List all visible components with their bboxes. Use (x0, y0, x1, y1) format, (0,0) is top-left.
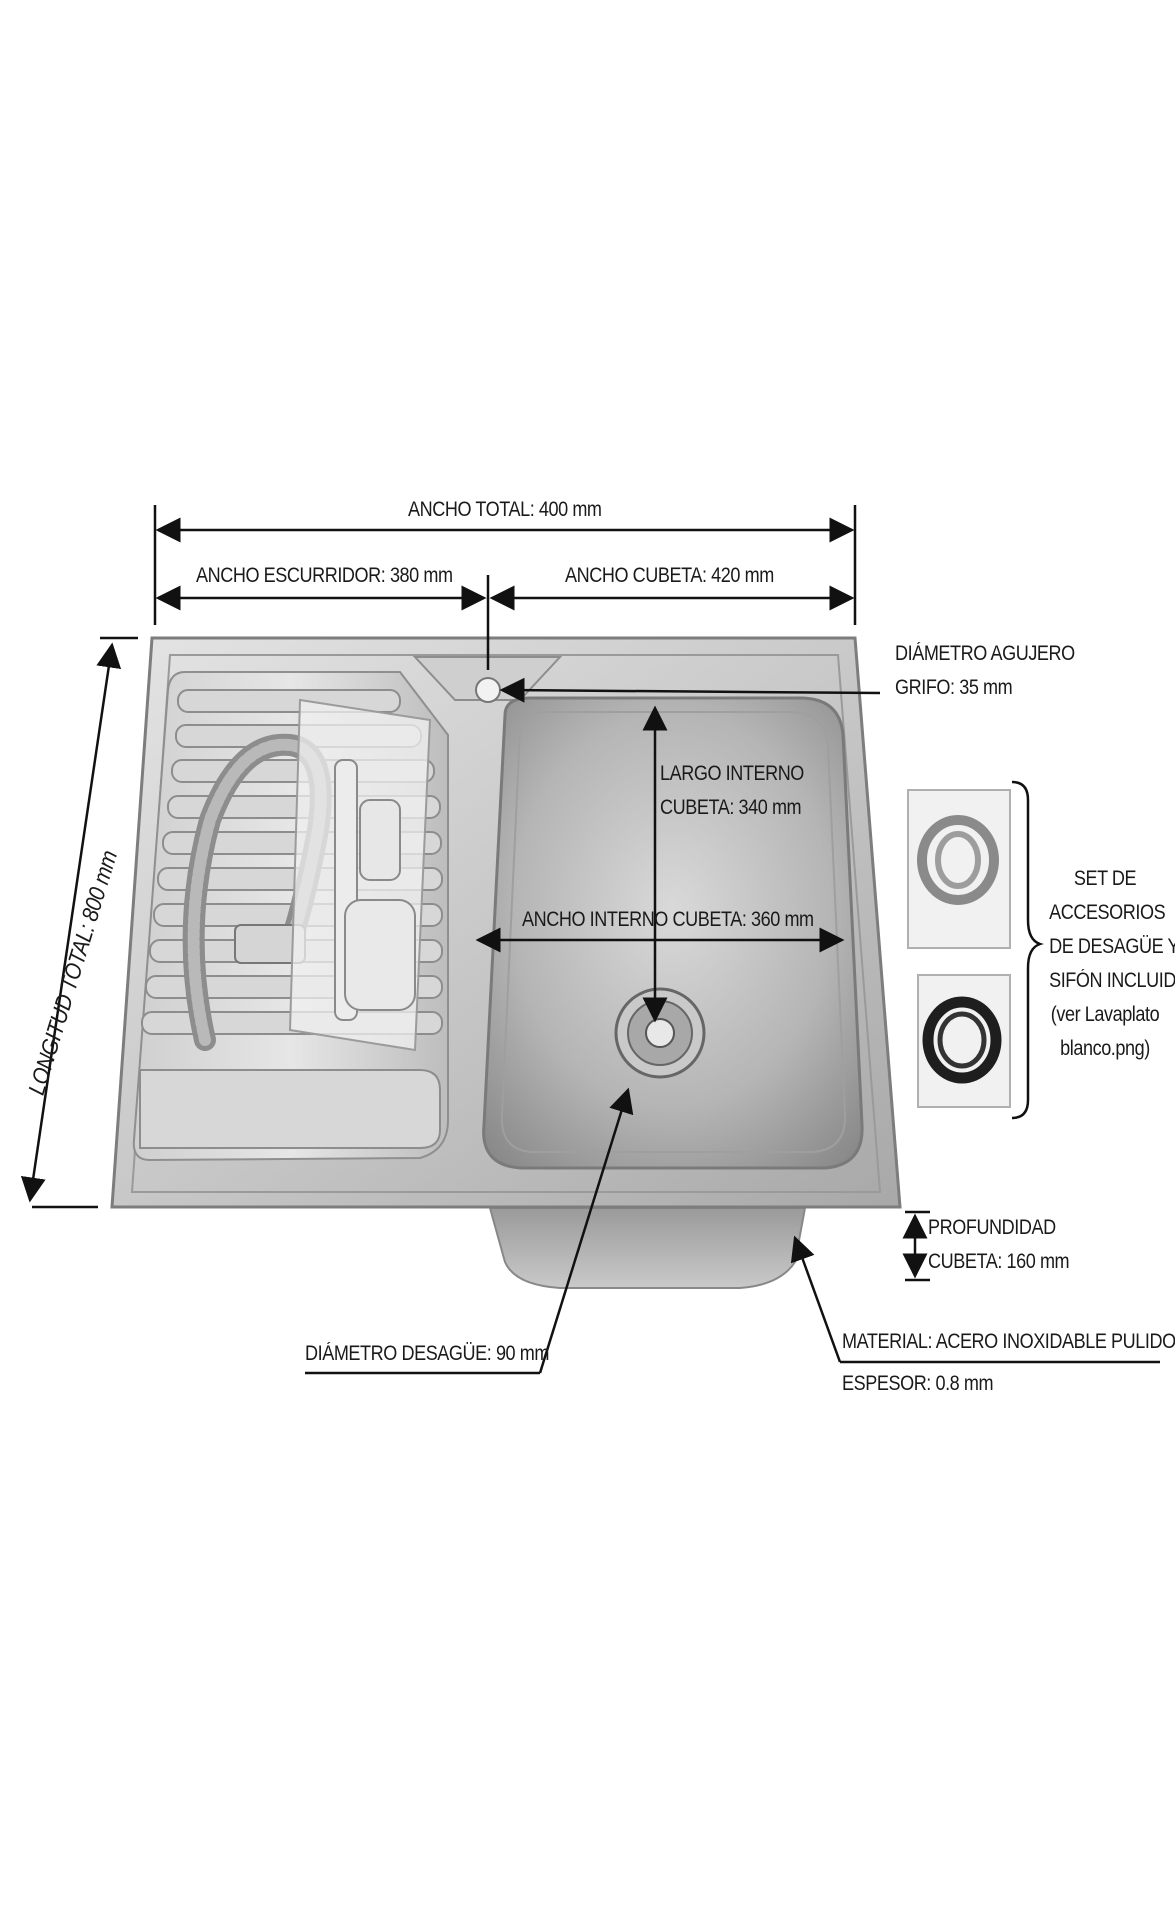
dimension-lines (20, 505, 1160, 1375)
label-diametro-agujero-1: DIÁMETRO AGUJERO (895, 642, 1075, 665)
label-largo-interno-1: LARGO INTERNO (660, 762, 804, 785)
label-ancho-cubeta: ANCHO CUBETA: 420 mm (565, 564, 774, 587)
label-accesorios-2: ACCESORIOS (1049, 901, 1166, 924)
label-largo-interno-2: CUBETA: 340 mm (660, 796, 802, 819)
label-accesorios-5: (ver Lavaplato (1050, 1003, 1160, 1026)
label-espesor: ESPESOR: 0.8 mm (842, 1372, 994, 1395)
label-ancho-total: ANCHO TOTAL: 400 mm (408, 498, 602, 521)
label-accesorios-6: blanco.png) (1060, 1037, 1150, 1060)
label-material: MATERIAL: ACERO INOXIDABLE PULIDO (842, 1330, 1175, 1353)
label-profundidad-1: PROFUNDIDAD (928, 1216, 1056, 1239)
label-accesorios-4: SIFÓN INCLUIDO (1049, 969, 1175, 992)
label-ancho-escurridor: ANCHO ESCURRIDOR: 380 mm (196, 564, 453, 587)
label-ancho-interno: ANCHO INTERNO CUBETA: 360 mm (522, 908, 814, 931)
faucet-hole (475, 677, 501, 703)
label-diametro-agujero-2: GRIFO: 35 mm (895, 676, 1013, 699)
label-diametro-desague: DIÁMETRO DESAGÜE: 90 mm (305, 1342, 549, 1365)
label-profundidad-2: CUBETA: 160 mm (928, 1250, 1070, 1273)
label-accesorios-3: DE DESAGÜE Y (1049, 935, 1175, 958)
label-accesorios-1: SET DE (1073, 867, 1137, 890)
bowl-underside (488, 1207, 807, 1289)
